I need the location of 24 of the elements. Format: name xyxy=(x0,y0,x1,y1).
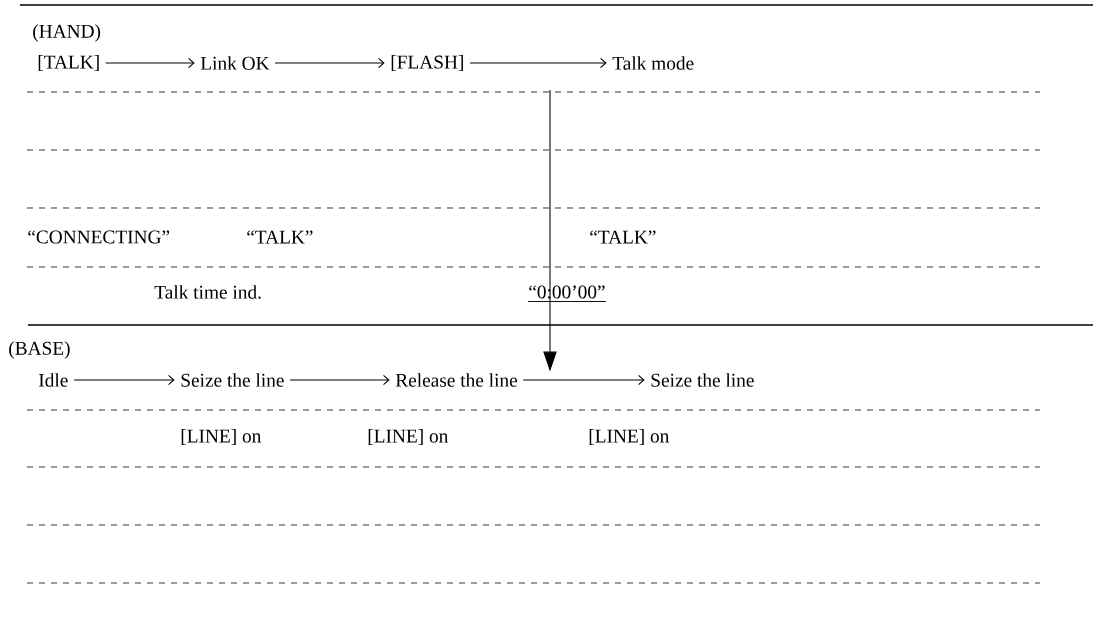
step-text: Idle xyxy=(38,373,68,387)
arrow xyxy=(274,57,385,69)
value-text: “0:00’00” xyxy=(527,285,607,302)
label-text: Talk time ind. xyxy=(154,285,261,299)
label-text: “TALK” xyxy=(590,230,656,244)
step-text: Link OK xyxy=(200,56,270,70)
label-text: [LINE] on xyxy=(368,429,449,445)
label-text: [LINE] on xyxy=(589,429,670,445)
step-text: Seize the line xyxy=(651,373,754,387)
label-text: (BASE) xyxy=(9,341,70,359)
step-text: [FLASH] xyxy=(391,55,463,71)
step-text: Release the line xyxy=(395,373,517,387)
arrow xyxy=(522,374,645,386)
step-text: Talk mode xyxy=(612,56,694,70)
step-text: Seize the line xyxy=(181,373,284,387)
arrow xyxy=(469,57,607,69)
label-text: “CONNECTING” xyxy=(28,230,170,244)
label-text: “TALK” xyxy=(247,230,313,244)
arrow xyxy=(73,374,175,386)
arrow xyxy=(289,374,390,386)
arrow xyxy=(105,57,195,69)
label-text: (HAND) xyxy=(33,24,101,42)
label-text: [LINE] on xyxy=(181,429,262,445)
step-text: [TALK] xyxy=(38,55,99,71)
